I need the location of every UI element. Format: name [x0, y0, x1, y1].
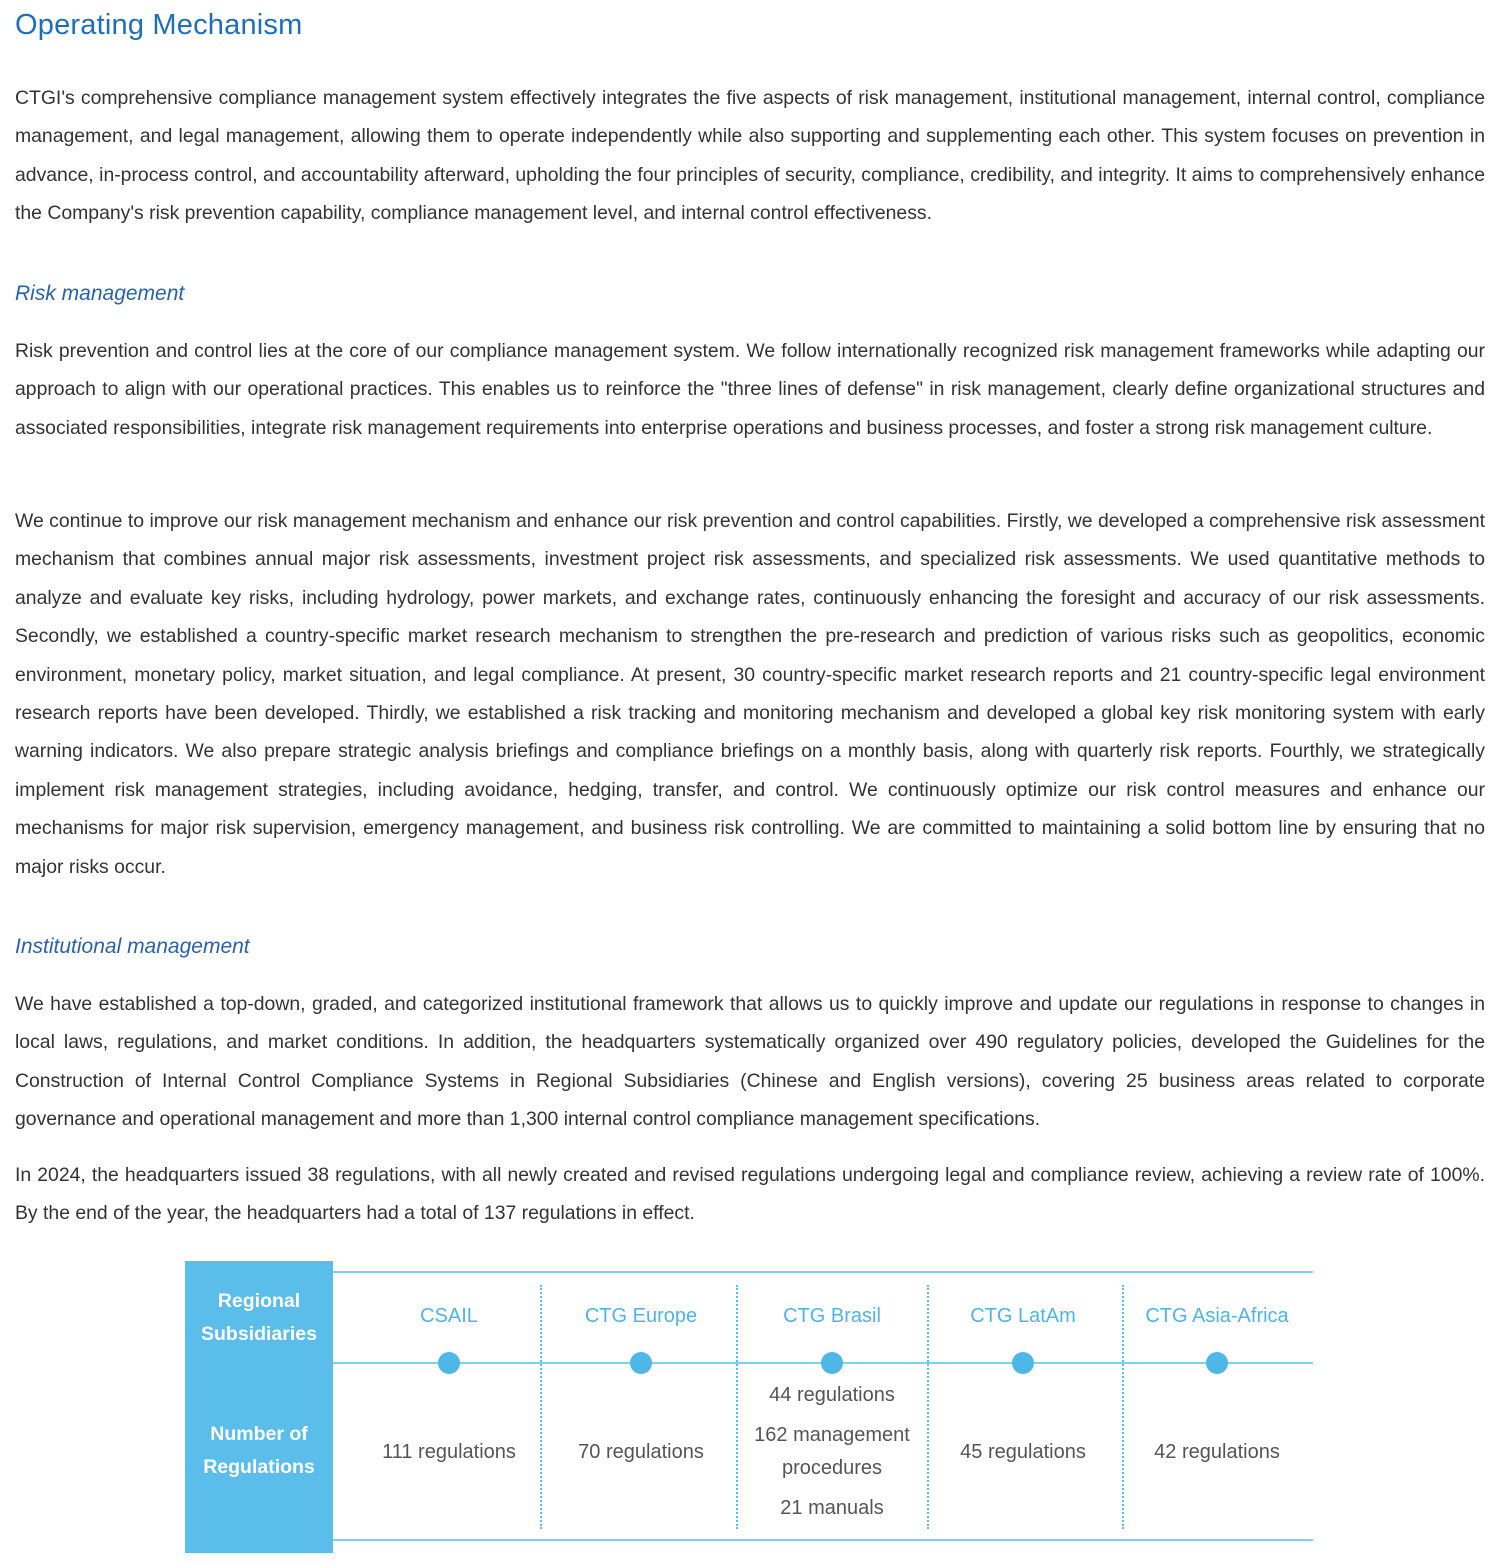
institutional-paragraph-1: We have established a top-down, graded, … — [15, 993, 1485, 1131]
risk-paragraph-2: We continue to improve our risk manageme… — [15, 510, 1485, 878]
figure-top-rule — [333, 1271, 1313, 1273]
subsidiary-name-ctg-asia-africa: CTG Asia-Africa — [1145, 1305, 1289, 1327]
figure-bottom-rule — [333, 1539, 1313, 1541]
timeline-dot — [821, 1352, 843, 1374]
regulation-count-csail: 111 regulations — [382, 1441, 516, 1463]
subsidiary-name-csail: CSAIL — [420, 1305, 478, 1327]
row-label-line: Regional — [217, 1290, 301, 1312]
institutional-paragraph-2: In 2024, the headquarters issued 38 regu… — [15, 1164, 1485, 1225]
regulation-count-ctg-brasil: 44 regulations — [769, 1384, 895, 1406]
intro-paragraph: CTGI's comprehensive compliance manageme… — [15, 87, 1485, 225]
row-label-line: Subsidiaries — [201, 1323, 317, 1345]
regulations-figure: Regional Subsidiaries Number of Regulati… — [185, 1261, 1313, 1553]
column-divider — [927, 1285, 929, 1529]
section-heading-risk-management: Risk management — [15, 282, 185, 305]
row-label-number-of-regulations: Number of Regulations — [185, 1418, 333, 1484]
column-divider — [1122, 1285, 1124, 1529]
subsidiary-name-ctg-europe: CTG Europe — [584, 1305, 698, 1327]
page-title: Operating Mechanism — [15, 9, 303, 41]
procedures-count-ctg-brasil-continued: procedures — [781, 1457, 883, 1479]
column-divider — [540, 1285, 542, 1529]
subsidiary-name-ctg-brasil: CTG Brasil — [783, 1305, 881, 1327]
regulation-count-ctg-asia-africa: 42 regulations — [1154, 1441, 1280, 1463]
row-label-line: Regulations — [203, 1456, 315, 1478]
timeline-dot — [630, 1352, 652, 1374]
figure-row-label-column: Regional Subsidiaries Number of Regulati… — [185, 1261, 333, 1553]
timeline-dot — [1206, 1352, 1228, 1374]
procedures-count-ctg-brasil: 162 management — [754, 1424, 910, 1446]
section-heading-institutional-management: Institutional management — [15, 935, 250, 958]
risk-paragraph-1: Risk prevention and control lies at the … — [15, 340, 1485, 439]
regulation-count-ctg-europe: 70 regulations — [578, 1441, 704, 1463]
column-divider — [736, 1285, 738, 1529]
subsidiary-name-ctg-latam: CTG LatAm — [970, 1305, 1076, 1327]
regulation-count-ctg-latam: 45 regulations — [960, 1441, 1086, 1463]
row-label-line: Number of — [210, 1423, 308, 1445]
manuals-count-ctg-brasil: 21 manuals — [780, 1497, 884, 1519]
row-label-regional-subsidiaries: Regional Subsidiaries — [185, 1285, 333, 1351]
timeline-dot — [438, 1352, 460, 1374]
timeline-dot — [1012, 1352, 1034, 1374]
